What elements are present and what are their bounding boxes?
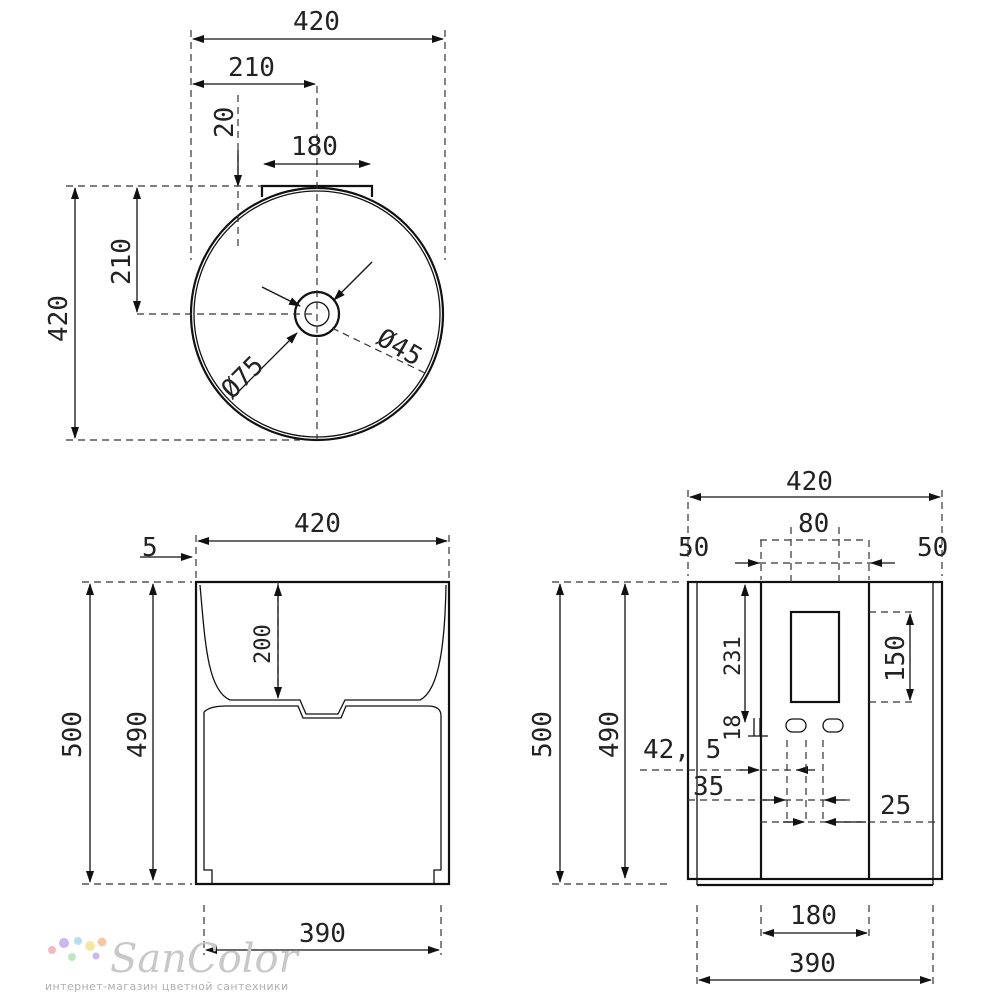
- side-lip-label: 5: [142, 533, 158, 563]
- front-slot-top-label: 231: [721, 636, 746, 676]
- front-hole-pos-label: 42, 5: [643, 735, 721, 765]
- front-panel-width-label: 180: [790, 901, 837, 931]
- side-cabinet-inner: [203, 705, 442, 884]
- drain-outer-label: Ø75: [216, 351, 270, 405]
- front-panel-right-label: 50: [917, 533, 948, 563]
- logo-tagline: интернет-магазин цветной сантехники: [45, 980, 289, 993]
- side-view: 420 5 200 500 490 390: [58, 509, 451, 955]
- front-hole-left-label: 35: [693, 772, 724, 802]
- front-hole-offset-label: 18: [721, 715, 746, 742]
- side-bowl-depth-label: 200: [251, 624, 276, 664]
- front-height-label: 500: [528, 711, 558, 758]
- top-width-label: 420: [293, 7, 340, 37]
- hole-right: [822, 718, 844, 733]
- logo-name: SanColor: [110, 936, 301, 982]
- front-width-label: 420: [786, 467, 833, 497]
- front-hole-right-label: 25: [880, 791, 911, 821]
- front-panel-left-label: 50: [678, 533, 709, 563]
- top-half-width-label: 210: [228, 53, 275, 83]
- side-base-width-label: 390: [299, 919, 346, 949]
- front-base-width-label: 390: [789, 949, 836, 979]
- top-half-depth-label: 210: [107, 238, 137, 285]
- top-depth-label: 420: [44, 295, 74, 342]
- overflow-slot: [789, 610, 841, 704]
- hole-left: [785, 718, 807, 733]
- top-view: 420 210 20 180 420 210 Ø45 Ø75: [44, 7, 446, 442]
- side-bowl-curve: [199, 584, 447, 715]
- front-view: 420 80 50 50 500 490 231 150 18: [528, 467, 948, 985]
- side-width-label: 420: [294, 509, 341, 539]
- logo-dots: [48, 937, 107, 961]
- side-inner-height-label: 490: [123, 711, 153, 758]
- drain-inner-label: Ø45: [372, 323, 428, 372]
- front-body-outline: [686, 580, 944, 881]
- side-height-label: 500: [58, 711, 88, 758]
- side-body-outline: [194, 580, 451, 886]
- front-inner-height-label: 490: [595, 711, 625, 758]
- front-slot-height-label: 150: [881, 635, 911, 682]
- sancolor-logo: SanColor интернет-магазин цветной сантех…: [45, 936, 301, 993]
- top-offset-label: 20: [210, 107, 240, 138]
- front-panel-gap-label: 80: [798, 509, 829, 539]
- top-ledge-width-label: 180: [291, 132, 338, 162]
